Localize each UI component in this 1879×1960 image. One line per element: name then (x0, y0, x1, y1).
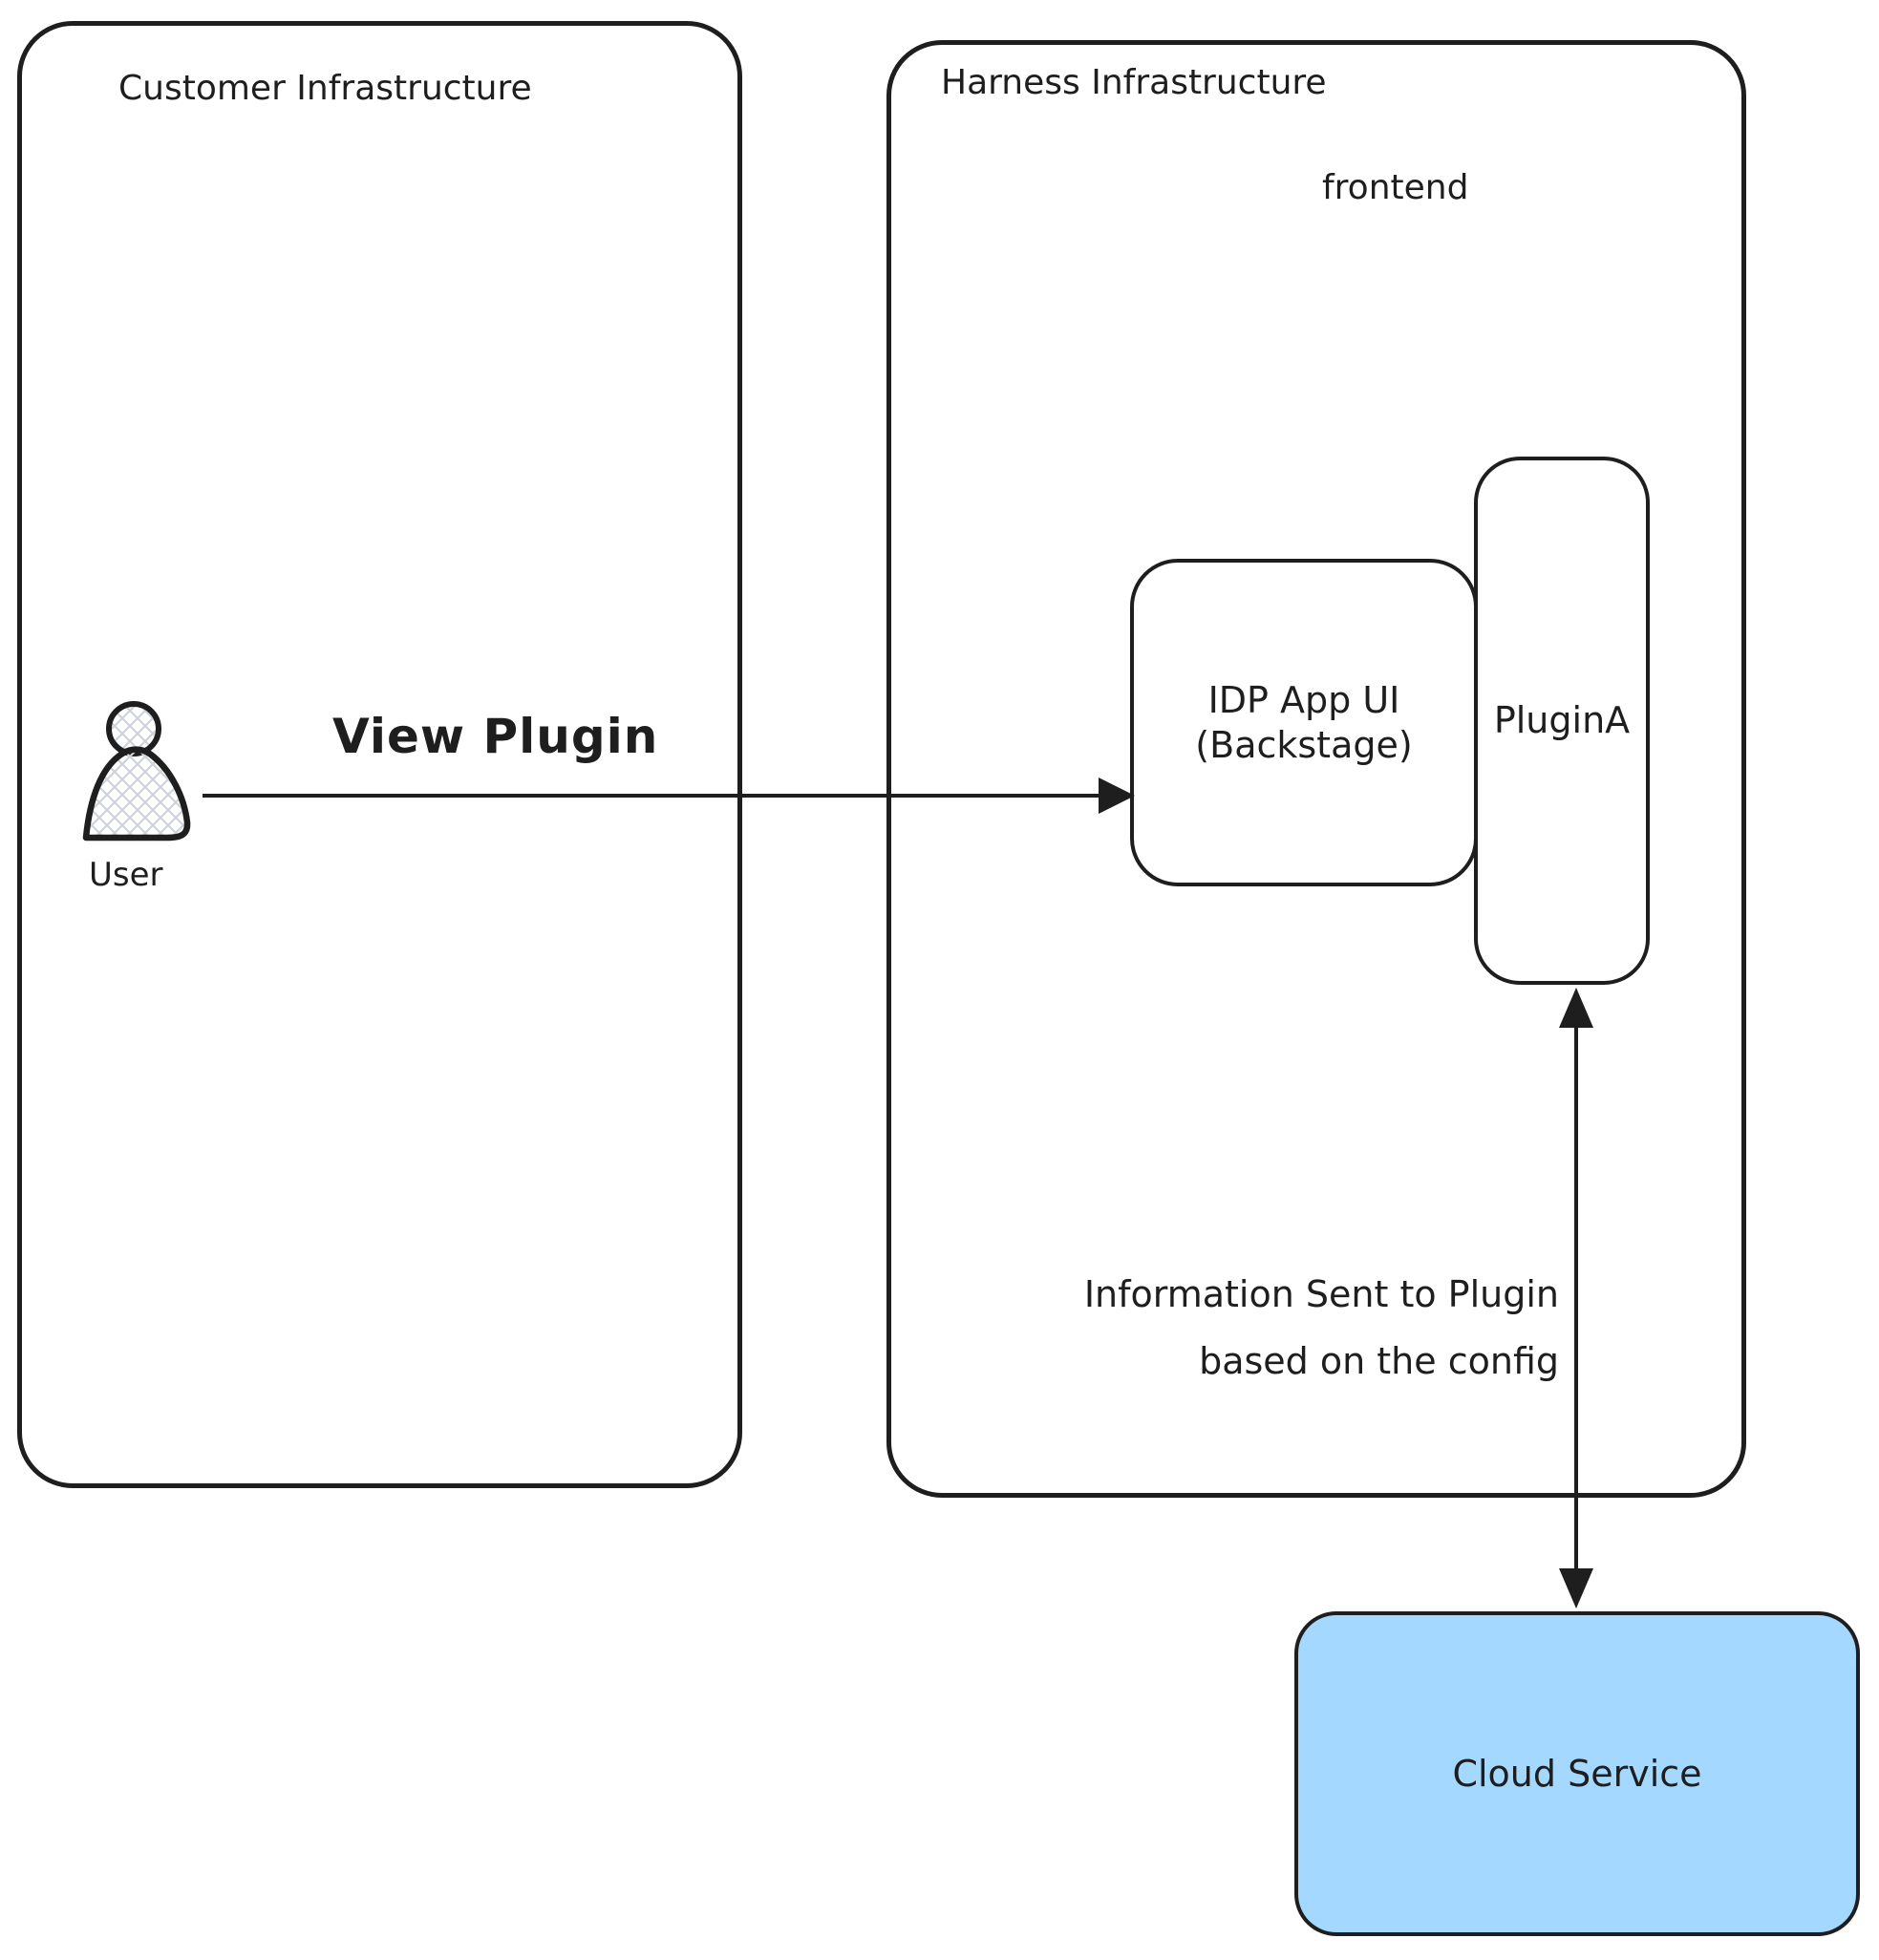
harness-infrastructure-title: Harness Infrastructure (941, 63, 1327, 102)
customer-infrastructure-title: Customer Infrastructure (118, 69, 532, 108)
customer-infrastructure-box (17, 21, 742, 1488)
frontend-label: frontend (1322, 168, 1469, 207)
idp-app-ui-box: IDP App UI (Backstage) (1130, 559, 1478, 886)
cloud-service-box: Cloud Service (1294, 1611, 1860, 1936)
idp-app-ui-label-line1: IDP App UI (1207, 678, 1400, 721)
info-arrow-label-line2: based on the config (1199, 1340, 1559, 1382)
info-arrow-label-line1: Information Sent to Plugin (1083, 1273, 1559, 1315)
plugin-cloud-arrowhead-down (1559, 1568, 1593, 1608)
cloud-service-label: Cloud Service (1452, 1752, 1702, 1795)
plugin-a-box: PluginA (1474, 457, 1650, 985)
harness-infrastructure-box (886, 40, 1746, 1498)
idp-app-ui-label-line2: (Backstage) (1195, 723, 1413, 766)
plugin-a-label: PluginA (1493, 699, 1631, 741)
info-arrow-label: Information Sent to Plugin based on the … (1084, 1261, 1559, 1395)
view-plugin-label: View Plugin (332, 709, 659, 764)
user-label: User (89, 856, 163, 894)
